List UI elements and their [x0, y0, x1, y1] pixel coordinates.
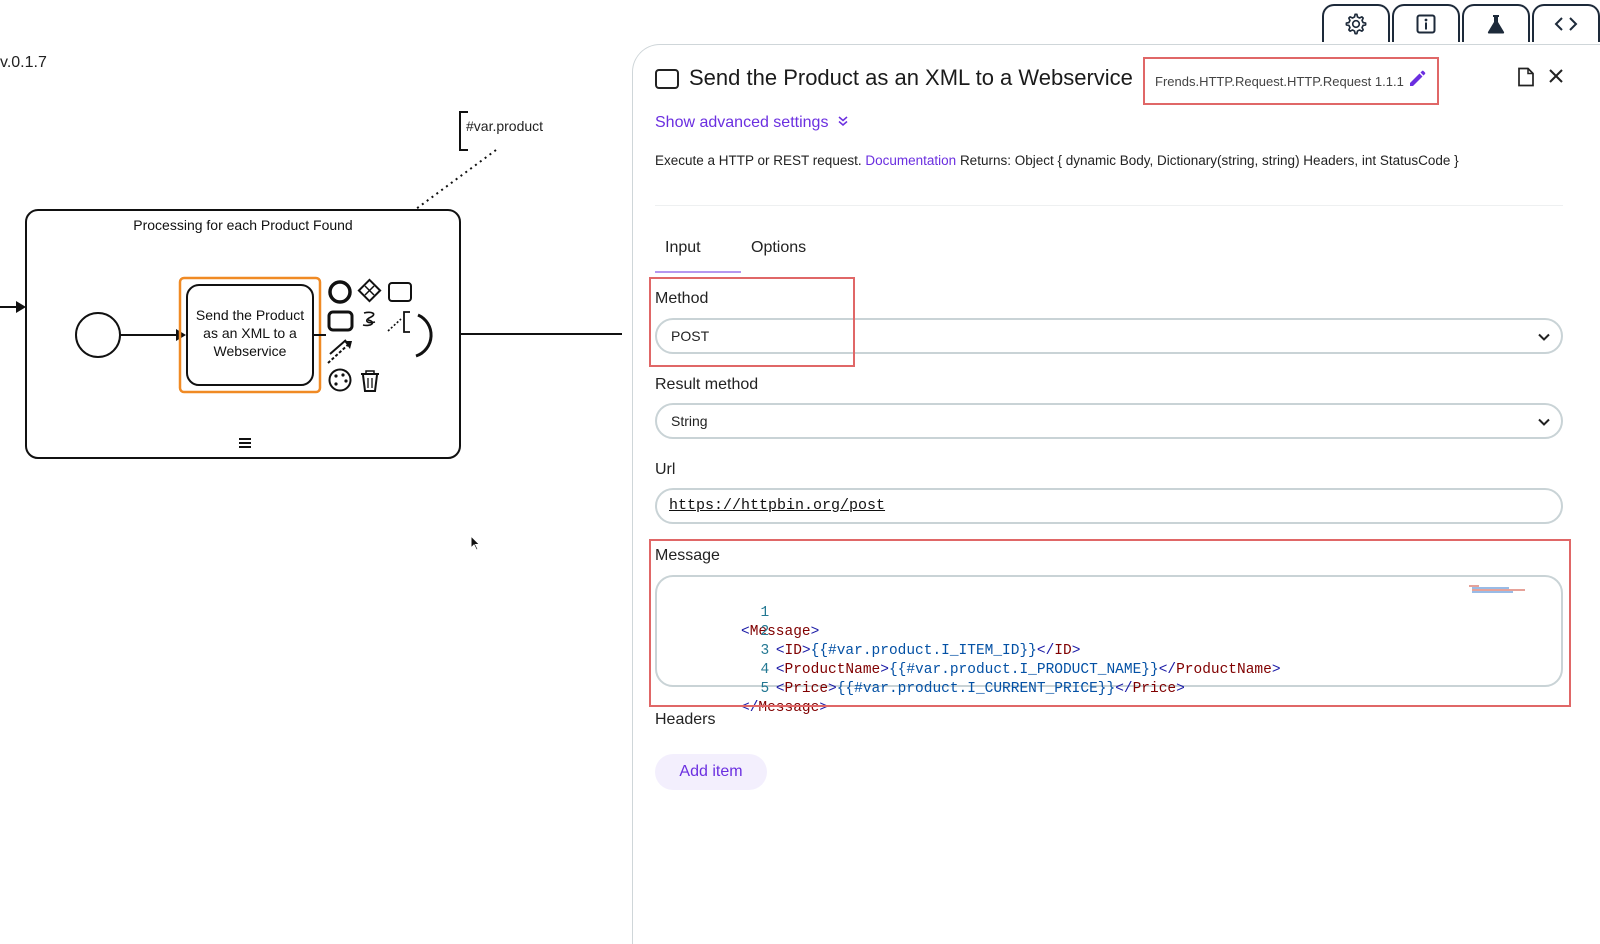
document-icon[interactable] [1517, 67, 1535, 87]
append-end-event-icon [328, 280, 352, 304]
code-text: <ID>{{#var.product.I_ITEM_ID}}</ID> [775, 643, 1081, 659]
mouse-cursor-icon [470, 535, 481, 551]
code-line: 1 <Message> [657, 585, 819, 640]
color-palette-icon [328, 368, 352, 392]
append-annotation-icon [403, 311, 410, 333]
description-returns: Returns: Object { dynamic Body, Dictiona… [959, 153, 1459, 168]
line-number: 4 [760, 662, 770, 678]
settings-button[interactable] [1322, 4, 1390, 42]
append-script-icon [362, 311, 376, 327]
code-line: 3 <ProductName>{{#var.product.I_PRODUCT_… [657, 623, 1281, 678]
task-label[interactable]: Send the Product as an XML to a Webservi… [195, 307, 305, 359]
append-intermediate-event-icon [415, 313, 433, 358]
task-select-checkbox[interactable] [655, 69, 679, 89]
active-tab-indicator [655, 271, 741, 273]
result-method-value: String [671, 413, 708, 429]
url-input[interactable]: https://httpbin.org/post [655, 488, 1563, 524]
code-line: 4 <Price>{{#var.product.I_CURRENT_PRICE}… [657, 642, 1185, 697]
context-pad [327, 278, 433, 392]
task-reference: Frends.HTTP.Request.HTTP.Request 1.1.1 [1155, 74, 1404, 89]
code-line: 5 </Message> [657, 661, 828, 716]
code-text: <Price>{{#var.product.I_CURRENT_PRICE}}<… [775, 681, 1185, 697]
divider [655, 205, 1563, 206]
code-view-button[interactable] [1532, 4, 1600, 42]
headers-label: Headers [655, 711, 716, 728]
line-number: 3 [760, 643, 770, 659]
panel-title: Send the Product as an XML to a Webservi… [689, 65, 1133, 90]
task-description: Execute a HTTP or REST request. Document… [655, 153, 1459, 168]
editor-minimap [1469, 585, 1525, 593]
subprocess-title[interactable]: Processing for each Product Found [133, 217, 353, 233]
delete-icon [361, 370, 379, 392]
close-icon[interactable] [1547, 67, 1565, 85]
settings-icon [1345, 13, 1367, 35]
bpmn-diagram [0, 111, 622, 459]
code-text: </Message> [741, 700, 829, 716]
append-subprocess-icon [327, 310, 354, 332]
result-method-select[interactable]: String [655, 403, 1563, 439]
append-gateway-icon [357, 278, 382, 303]
result-method-label: Result method [655, 376, 759, 393]
flask-icon [1487, 15, 1505, 34]
annotation-association [415, 149, 497, 210]
test-button[interactable] [1462, 4, 1530, 42]
show-advanced-settings-link[interactable]: Show advanced settings [655, 114, 849, 132]
code-icon [1554, 17, 1578, 31]
code-text: <Message> [741, 624, 820, 640]
info-icon [1416, 14, 1436, 34]
double-chevron-down-icon [838, 116, 848, 126]
append-task-icon [388, 282, 412, 302]
description-prefix: Execute a HTTP or REST request. [655, 153, 862, 168]
method-value: POST [671, 328, 710, 344]
chevron-down-icon [1538, 333, 1550, 341]
task-reference-highlight: Frends.HTTP.Request.HTTP.Request 1.1.1 [1143, 57, 1439, 105]
chevron-down-icon [1538, 418, 1550, 426]
message-code-editor[interactable]: 1 <Message> 2 <ID>{{#var.product.I_ITEM_… [655, 575, 1563, 716]
documentation-link[interactable]: Documentation [865, 153, 957, 168]
line-number: 5 [760, 681, 770, 697]
message-label: Message [655, 547, 720, 564]
method-label: Method [655, 290, 709, 307]
url-value: https://httpbin.org/post [669, 497, 886, 514]
process-version: v.0.1.7 [0, 54, 47, 71]
line-number: 2 [760, 624, 770, 640]
text-annotation[interactable]: #var.product [466, 118, 544, 134]
method-select[interactable]: POST [655, 318, 1563, 354]
tab-options[interactable]: Options [751, 239, 807, 256]
add-header-button[interactable]: Add item [655, 754, 767, 790]
url-label: Url [655, 461, 676, 478]
start-event [75, 312, 121, 358]
connect-icon [327, 339, 352, 364]
info-button[interactable] [1392, 4, 1460, 42]
advanced-settings-label: Show advanced settings [655, 114, 829, 131]
line-number: 1 [760, 605, 770, 621]
edit-pencil-icon[interactable] [1407, 69, 1427, 89]
tab-input[interactable]: Input [665, 239, 701, 256]
code-text: <ProductName>{{#var.product.I_PRODUCT_NA… [775, 662, 1281, 678]
multi-instance-marker [239, 438, 251, 448]
properties-panel: Send the Product as an XML to a Webservi… [632, 44, 1600, 944]
code-line: 2 <ID>{{#var.product.I_ITEM_ID}}</ID> [657, 604, 1081, 659]
process-canvas[interactable]: v.0.1.7 [0, 0, 630, 932]
text-annotation-bracket [459, 111, 468, 151]
